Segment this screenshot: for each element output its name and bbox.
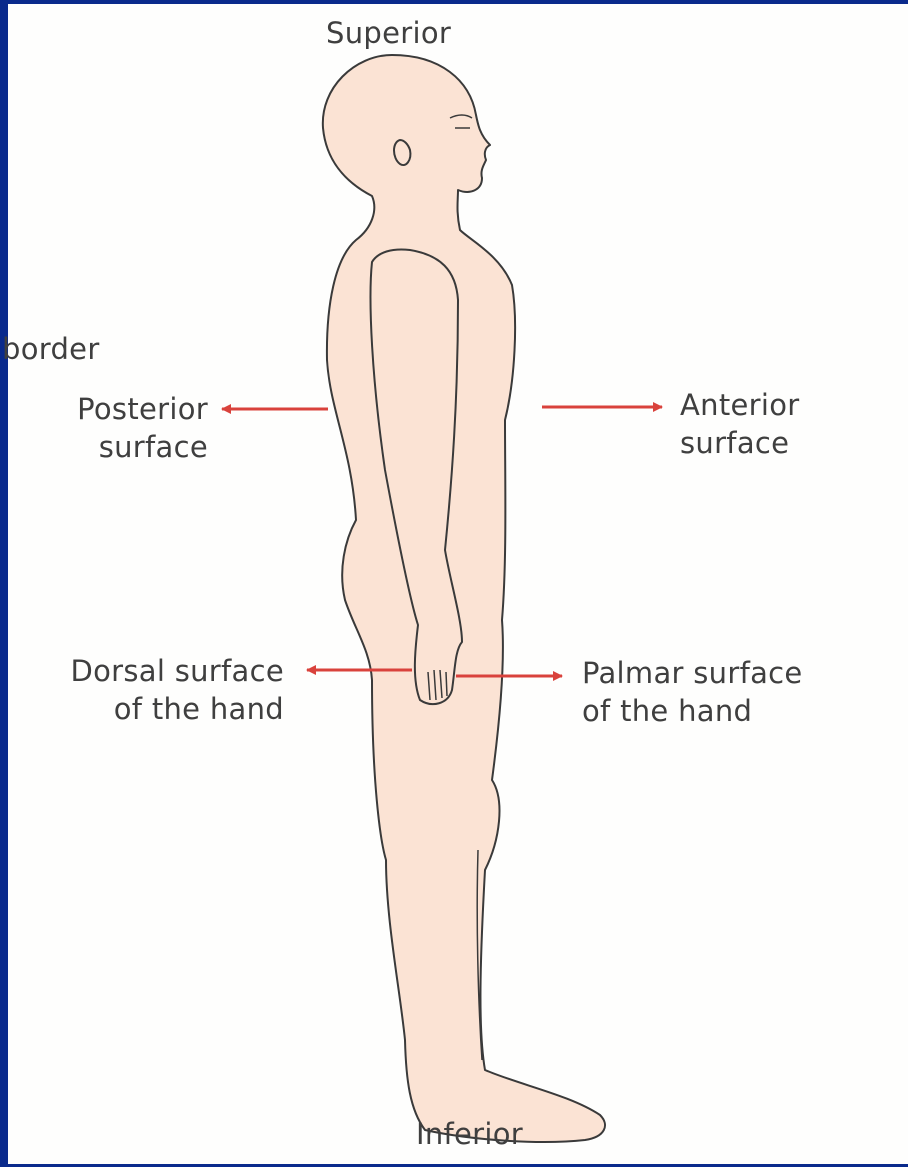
inferior-label: Inferior — [416, 1115, 523, 1153]
border-label-fragment: border — [2, 330, 100, 368]
body-outline — [323, 55, 605, 1142]
palmar-surface-line-2: of the hand — [582, 692, 803, 730]
posterior-surface-line-2: surface — [77, 428, 208, 466]
anterior-surface-line-1: Anterior — [680, 386, 799, 424]
superior-label: Superior — [326, 14, 451, 52]
dorsal-surface-line-2: of the hand — [70, 690, 284, 728]
anterior-surface-line-2: surface — [680, 424, 799, 462]
posterior-surface-line-1: Posterior — [77, 390, 208, 428]
dorsal-surface-hand-label: Dorsal surface of the hand — [70, 652, 284, 728]
dorsal-surface-line-1: Dorsal surface — [70, 652, 284, 690]
human-figure-lateral-view — [323, 55, 605, 1142]
palmar-surface-line-1: Palmar surface — [582, 654, 803, 692]
palmar-surface-hand-label: Palmar surface of the hand — [582, 654, 803, 730]
posterior-surface-label: Posterior surface — [77, 390, 208, 466]
anterior-surface-label: Anterior surface — [680, 386, 799, 462]
